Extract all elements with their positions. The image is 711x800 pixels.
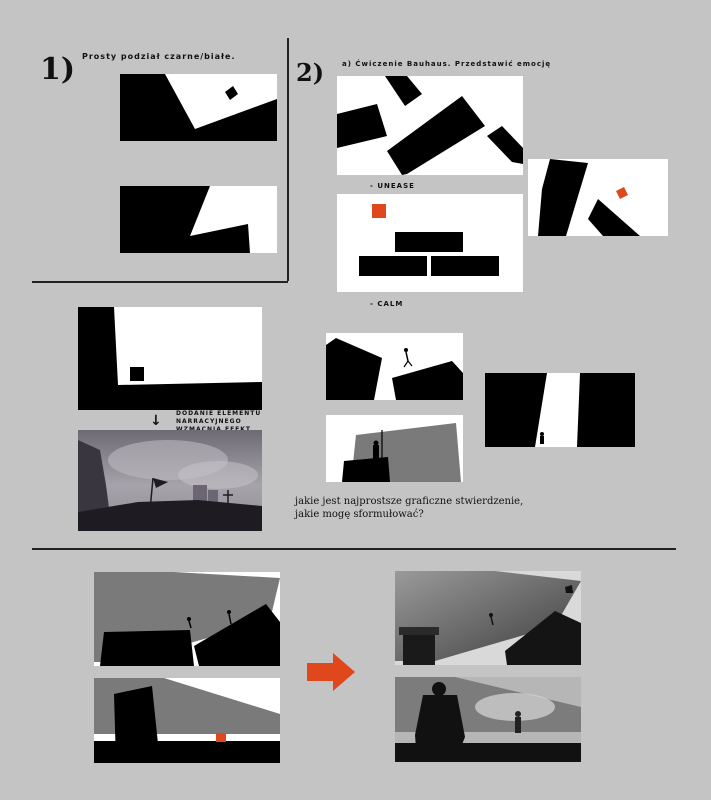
label-calm: - CALM [370,300,404,308]
painting-panel-6a-art [395,571,581,665]
divider-horizontal-short [32,281,288,283]
down-arrow-icon: ↓ [150,413,162,429]
sketch-panel-4b-art [326,415,463,482]
sketch-panel-1a-art [120,74,277,141]
sketch-panel-4c [485,373,635,447]
divider-horizontal-long [32,548,676,550]
sketch-panel-5a-art [94,572,280,666]
sketch-panel-4b [326,415,463,482]
painting-panel-3b-art [78,430,262,531]
sketch-panel-calm-art [337,194,523,292]
sketch-panel-2c-art [528,159,668,236]
sketch-panel-4a-art [326,333,463,400]
question-text: jakie jest najprostsze graficzne stwierd… [295,496,524,520]
sketch-panel-4a [326,333,463,400]
sketch-panel-5b-art [94,678,280,763]
sketch-panel-3a-art [78,307,262,410]
sketch-panel-1b [120,186,277,253]
section-number-2: 2) [296,58,325,87]
sketch-panel-calm [337,194,523,292]
painting-panel-6b-art [395,677,581,762]
sketch-panel-4c-art [485,373,635,447]
label-unease: - UNEASE [370,182,415,190]
sketch-panel-unease-art [337,76,523,175]
sketch-panel-5a [94,572,280,666]
painting-panel-6b [395,677,581,762]
sketch-panel-2c [528,159,668,236]
section-number-1: 1) [40,52,76,87]
painting-panel-3b [78,430,262,531]
right-arrow-icon [307,653,355,691]
section1-title: Prosty podział czarne/białe. [82,52,236,61]
sketch-panel-3a [78,307,262,410]
sketch-panel-unease [337,76,523,175]
sketch-panel-1b-art [120,186,277,253]
painting-panel-6a [395,571,581,665]
sketch-panel-1a [120,74,277,141]
sketch-panel-5b [94,678,280,763]
divider-vertical [287,38,289,281]
section2-title: a) Ćwiczenie Bauhaus. Przedstawić emocję [342,60,552,68]
arrow-note: DODANIE ELEMENTU NARRACYJNEGO WZMACNIA E… [176,410,262,433]
